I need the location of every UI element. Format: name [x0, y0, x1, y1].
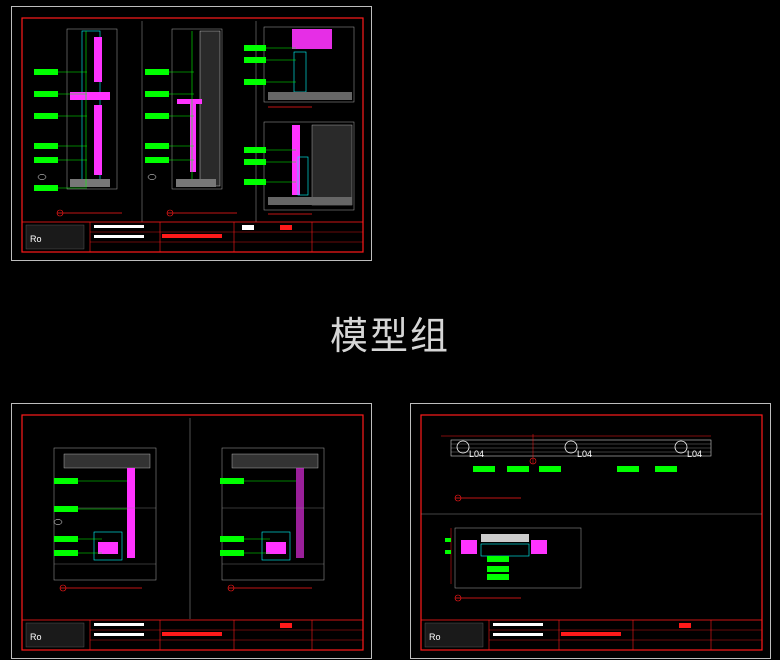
- title-block: Ro: [21, 619, 364, 651]
- section-detail-right: [221, 447, 325, 581]
- leader-tags-right: [220, 478, 296, 556]
- logo-text: Ro: [429, 632, 441, 642]
- page-caption: 模型组: [329, 314, 450, 358]
- plan-tag-1: L04: [469, 449, 484, 459]
- leader-tags-b: [145, 69, 194, 180]
- wall-detail-c: [263, 26, 355, 211]
- drawing-sheet-3[interactable]: L04 L04 L04: [410, 403, 771, 659]
- sheet-2-drawing: Ro: [21, 414, 364, 651]
- plan-tag-3: L04: [687, 449, 702, 459]
- sheet-3-drawing: L04 L04 L04: [420, 414, 763, 651]
- wall-detail-a: [66, 28, 118, 190]
- title-block: Ro: [21, 221, 364, 253]
- section-detail-left: [53, 447, 157, 581]
- red-border: [21, 414, 364, 651]
- logo-text: Ro: [30, 632, 42, 642]
- drawing-sheet-1[interactable]: Ro: [11, 6, 372, 261]
- drawing-sheet-2[interactable]: Ro: [11, 403, 372, 659]
- section-detail: [445, 527, 582, 589]
- plan-tag-2: L04: [577, 449, 592, 459]
- leader-tags-a: [34, 69, 87, 191]
- wall-detail-b: [171, 28, 223, 190]
- sheet-1-drawing: Ro: [21, 17, 364, 253]
- title-block: Ro: [420, 619, 763, 651]
- leader-tags-left: [53, 478, 127, 556]
- logo-text: Ro: [30, 234, 42, 244]
- leader-tags-c: [244, 45, 296, 185]
- plan-detail: L04 L04 L04: [441, 434, 712, 472]
